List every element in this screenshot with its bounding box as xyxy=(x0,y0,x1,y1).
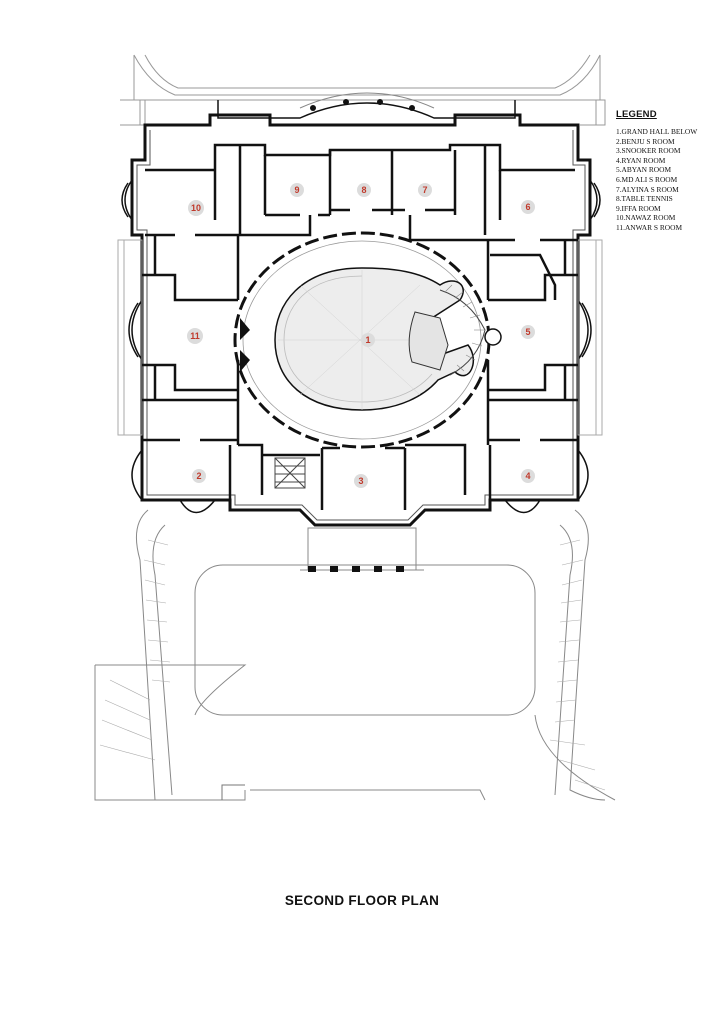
room-number-5: 5 xyxy=(525,327,530,337)
legend-item: 1.GRAND HALL BELOW xyxy=(616,127,698,136)
room-number-4: 4 xyxy=(525,471,530,481)
top-balustrade xyxy=(217,92,516,119)
room-badge-11[interactable]: 11 xyxy=(187,328,203,344)
exterior-wall-inner-line xyxy=(136,130,586,521)
room-badge-10[interactable]: 10 xyxy=(188,200,204,216)
forecourt xyxy=(94,509,616,801)
room-badge-8[interactable]: 8 xyxy=(357,183,371,197)
legend-item: 10.NAWAZ ROOM xyxy=(616,213,676,223)
legend-list: 1.GRAND HALL BELOW 2.BENJU S ROOM 3.SNOO… xyxy=(616,127,716,233)
room-number-3: 3 xyxy=(358,476,363,486)
room-number-1: 1 xyxy=(365,335,370,345)
room-badge-6[interactable]: 6 xyxy=(521,200,535,214)
service-stair xyxy=(274,457,306,489)
legend-item: 3.SNOOKER ROOM xyxy=(616,146,681,156)
portico-columns xyxy=(308,566,404,572)
room-badge-2[interactable]: 2 xyxy=(192,469,206,483)
side-terraces xyxy=(117,239,603,436)
room-badge-3[interactable]: 3 xyxy=(354,474,368,488)
legend-item: 5.ABYAN ROOM xyxy=(616,165,672,175)
room-badge-1[interactable]: 1 xyxy=(361,333,375,347)
room-badge-7[interactable]: 7 xyxy=(418,183,432,197)
room-number-2: 2 xyxy=(196,471,201,481)
top-terrace xyxy=(120,54,606,126)
room-badge-9[interactable]: 9 xyxy=(290,183,304,197)
legend-item: 6.MD ALI S ROOM xyxy=(616,174,678,184)
room-badge-5[interactable]: 5 xyxy=(521,325,535,339)
legend-item: 9.IFFA ROOM xyxy=(616,203,661,213)
ramp-steps xyxy=(99,539,606,791)
room-number-9: 9 xyxy=(294,185,299,195)
room-number-10: 10 xyxy=(191,203,201,213)
top-columns xyxy=(310,99,415,111)
room-number-11: 11 xyxy=(190,331,200,341)
legend-item: 4.RYAN ROOM xyxy=(616,155,666,165)
room-badge-4[interactable]: 4 xyxy=(521,469,535,483)
room-number-7: 7 xyxy=(422,185,427,195)
room-number-6: 6 xyxy=(525,202,530,212)
room-badges: 1 2 3 4 5 6 7 8 9 10 11 xyxy=(187,183,535,488)
interior-walls xyxy=(142,143,578,510)
room-number-8: 8 xyxy=(361,185,366,195)
bay-windows xyxy=(121,179,601,514)
entrance-portico xyxy=(300,527,424,571)
plan-title: SECOND FLOOR PLAN xyxy=(284,893,440,908)
legend: LEGEND 1.GRAND HALL BELOW 2.BENJU S ROOM… xyxy=(616,109,716,233)
legend-item: 7.ALYINA S ROOM xyxy=(616,184,679,194)
legend-title: LEGEND xyxy=(616,109,657,120)
legend-item: 8.TABLE TENNIS xyxy=(616,194,673,204)
legend-item: 2.BENJU S ROOM xyxy=(616,136,675,146)
legend-item: 11.ANWAR S ROOM xyxy=(616,222,683,232)
lower-edge-detail xyxy=(221,784,245,800)
